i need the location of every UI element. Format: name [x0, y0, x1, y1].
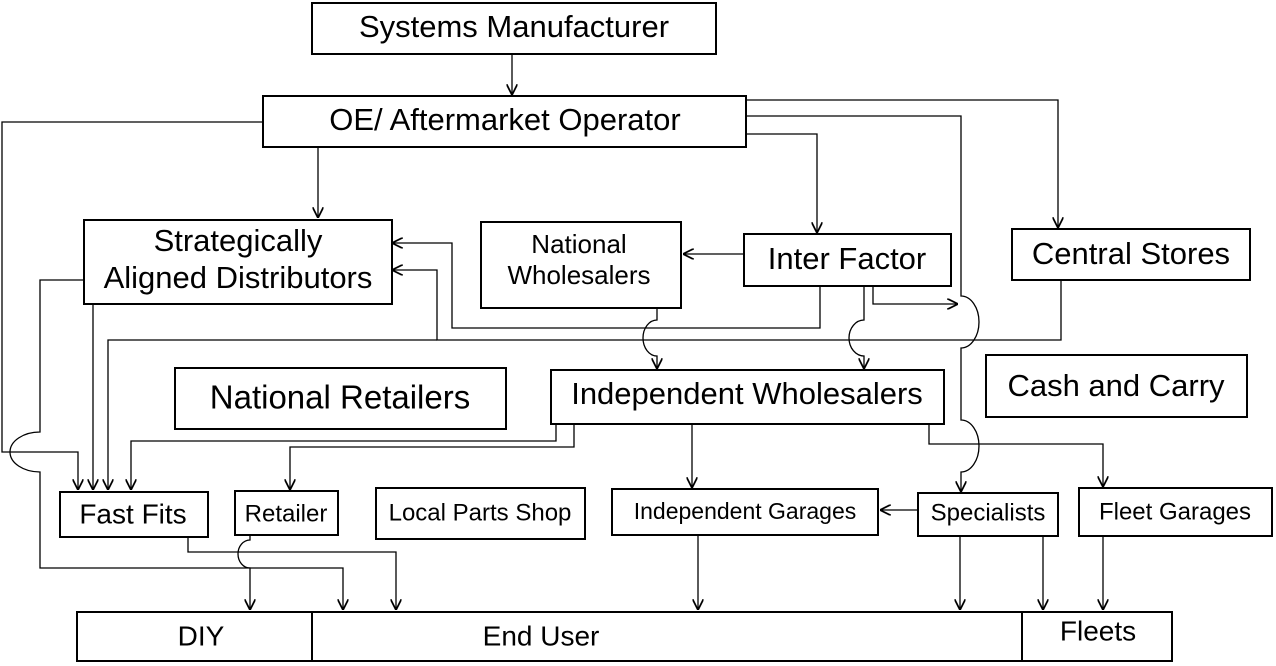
- node-cash-and-carry: Cash and Carry: [985, 354, 1248, 418]
- node-independent-garages: Independent Garages: [611, 488, 879, 536]
- inter-factor-label: Inter Factor: [768, 241, 927, 276]
- national-wholesalers-label-line2: Wholesalers: [507, 260, 650, 290]
- arrow-fast-fits-to-end-user: [187, 537, 396, 610]
- node-strategically-aligned-distributors: Strategically Aligned Distributors: [83, 219, 393, 305]
- node-national-retailers: National Retailers: [174, 367, 507, 430]
- arrow-operator-to-fast-fits: [1, 121, 263, 490]
- arrow-inter-factor-to-specialists-line: [872, 287, 958, 304]
- independent-garages-label: Independent Garages: [634, 498, 857, 524]
- arrow-inter-factor-to-independent-wholesalers: [848, 287, 864, 369]
- fleet-garages-label: Fleet Garages: [1099, 498, 1251, 525]
- retailer-label: Retailer: [245, 500, 328, 527]
- arrow-independent-wholesalers-to-retailer: [290, 424, 575, 490]
- arrow-national-wholesalers-to-independent-wholesalers: [642, 308, 657, 369]
- node-fleet-garages: Fleet Garages: [1078, 487, 1273, 537]
- node-fast-fits: Fast Fits: [59, 491, 209, 538]
- node-oe-aftermarket-operator: OE/ Aftermarket Operator: [262, 95, 747, 148]
- arrow-independent-wholesalers-to-fast-fits: [131, 424, 557, 490]
- node-national-wholesalers: National Wholesalers: [480, 221, 682, 309]
- specialists-label: Specialists: [931, 499, 1046, 526]
- node-local-parts-shop: Local Parts Shop: [375, 487, 586, 540]
- arrow-central-stores-to-fast-fits: [108, 339, 437, 490]
- arrow-operator-to-specialists: [746, 115, 980, 492]
- central-stores-label: Central Stores: [1032, 236, 1230, 271]
- independent-wholesalers-label: Independent Wholesalers: [571, 376, 923, 411]
- arrow-aligned-distributors-to-end-user: [9, 279, 343, 610]
- cash-and-carry-label: Cash and Carry: [1007, 368, 1225, 403]
- diy-label: DIY: [178, 620, 225, 651]
- arrow-operator-to-central-stores: [746, 99, 1058, 228]
- node-systems-manufacturer: Systems Manufacturer: [311, 2, 717, 55]
- fast-fits-label: Fast Fits: [79, 498, 186, 529]
- node-end-user-bar: DIY End User Fleets: [76, 611, 1173, 662]
- fleets-label: Fleets: [1060, 615, 1136, 646]
- systems-manufacturer-label: Systems Manufacturer: [359, 9, 669, 44]
- national-retailers-label: National Retailers: [210, 379, 470, 416]
- end-user-bar-frame: [76, 611, 1173, 662]
- local-parts-shop-label: Local Parts Shop: [389, 499, 572, 526]
- end-user-label: End User: [483, 620, 600, 651]
- node-inter-factor: Inter Factor: [743, 233, 952, 287]
- node-retailer: Retailer: [234, 490, 339, 536]
- node-independent-wholesalers: Independent Wholesalers: [550, 369, 945, 425]
- arrow-operator-to-inter-factor: [746, 133, 817, 233]
- oe-aftermarket-operator-label: OE/ Aftermarket Operator: [329, 102, 680, 137]
- strategically-aligned-label-line1: Strategically: [154, 223, 323, 258]
- arrow-inter-factor-to-aligned-distributors: [392, 243, 821, 329]
- strategically-aligned-label-line2: Aligned Distributors: [104, 260, 373, 295]
- node-specialists: Specialists: [917, 492, 1059, 537]
- node-central-stores: Central Stores: [1011, 228, 1251, 281]
- connectors: [1, 55, 1103, 610]
- arrow-retailer-to-diy: [237, 535, 250, 610]
- national-wholesalers-label-line1: National: [531, 229, 626, 259]
- arrow-independent-wholesalers-to-fleet-garages: [928, 424, 1103, 487]
